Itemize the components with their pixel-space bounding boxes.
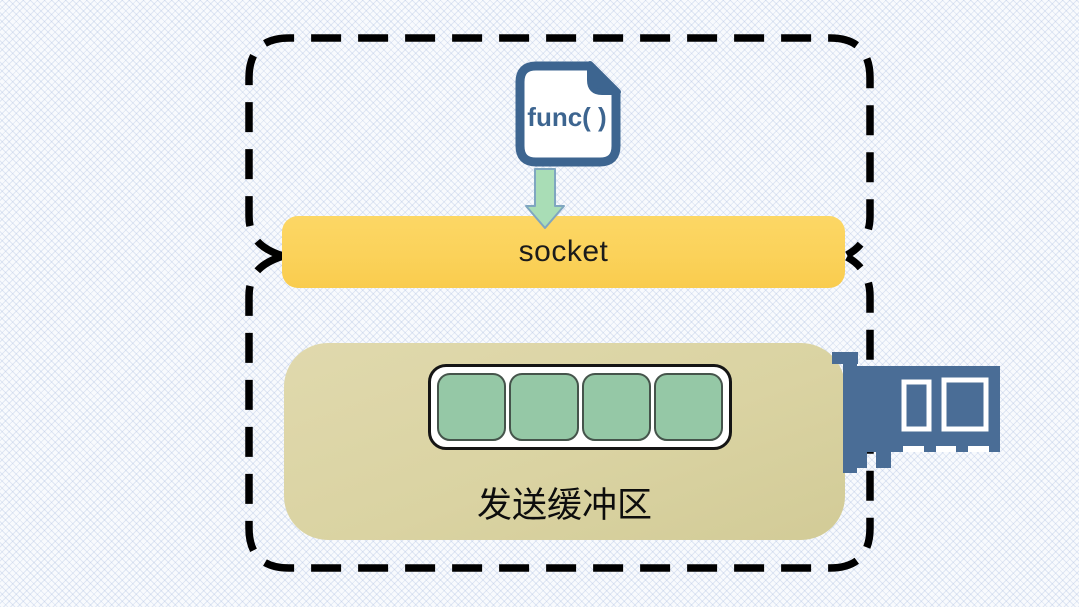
send-buffer-label: 发送缓冲区 bbox=[476, 486, 652, 525]
socket-label: socket bbox=[518, 235, 609, 268]
buffer-block bbox=[509, 373, 579, 441]
buffer-block bbox=[653, 373, 723, 441]
buffer-block bbox=[581, 373, 651, 441]
down-arrow-icon bbox=[525, 168, 565, 229]
socket-bar: socket bbox=[282, 216, 845, 288]
func-label: func( ) bbox=[527, 102, 606, 132]
network-card-icon bbox=[832, 352, 1000, 473]
buffer-tray bbox=[428, 364, 732, 450]
buffer-block bbox=[437, 373, 507, 441]
func-document-icon: func( ) bbox=[515, 61, 621, 167]
